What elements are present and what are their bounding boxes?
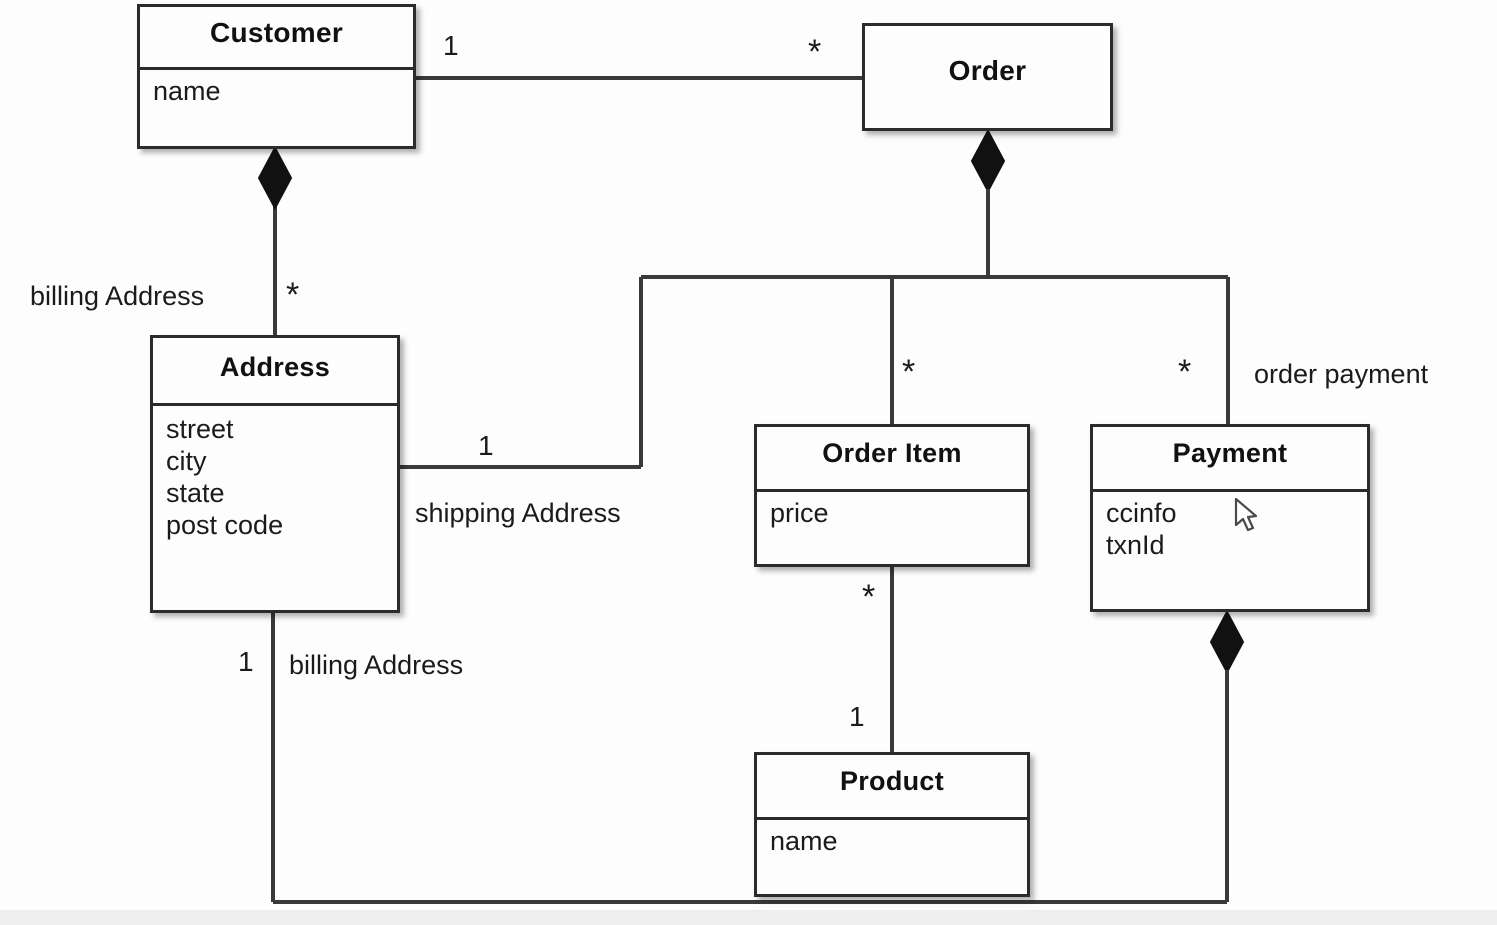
class-attributes-customer: name (140, 67, 413, 149)
multiplicity-billing-bottom-one: 1 (238, 646, 254, 677)
class-title-order-item: Order Item (822, 438, 962, 468)
attribute-row: ccinfo (1106, 498, 1177, 528)
class-title-customer: Customer (209, 17, 344, 48)
multiplicity-address-star: * (286, 276, 300, 314)
class-title-address: Address (219, 352, 331, 382)
attribute-row: name (770, 826, 838, 856)
class-title-order: Order (948, 55, 1027, 86)
multiplicity-order-item-star: * (902, 353, 916, 391)
multiplicity-product-star: * (862, 578, 876, 616)
attribute-row: txnId (1106, 529, 1165, 560)
multiplicity-payment-star: * (1178, 353, 1192, 391)
class-box-product[interactable]: Product name (754, 752, 1030, 897)
multiplicity-customer-one: 1 (443, 30, 459, 61)
composition-diamond-payment (1209, 609, 1245, 675)
role-label-billing-address-bottom: billing Address (289, 650, 464, 680)
class-box-customer[interactable]: Customer name (137, 4, 416, 149)
composition-diamond-customer (257, 145, 293, 211)
class-box-address[interactable]: Address street city state post code (150, 335, 400, 613)
role-label-billing-address-top: billing Address (30, 281, 205, 311)
attribute-row: state (166, 477, 225, 508)
attribute-row: street (166, 414, 234, 444)
class-attributes-order-item: price (757, 489, 1027, 567)
attribute-row: name (153, 76, 221, 106)
class-title-product: Product (839, 766, 945, 796)
class-attributes-address: street city state post code (153, 403, 397, 613)
class-attributes-payment: ccinfo txnId (1093, 489, 1367, 612)
attribute-row: city (166, 445, 207, 476)
class-box-payment[interactable]: Payment ccinfo txnId (1090, 424, 1370, 612)
class-title-payment: Payment (1172, 438, 1288, 468)
multiplicity-order-star: * (808, 33, 822, 71)
class-box-order-item[interactable]: Order Item price (754, 424, 1030, 567)
class-attributes-product: name (757, 817, 1027, 897)
role-label-order-payment: order payment (1254, 359, 1429, 389)
multiplicity-product-one: 1 (849, 701, 865, 732)
role-label-shipping-address: shipping Address (415, 498, 621, 528)
bottom-band (0, 910, 1497, 925)
composition-diamond-order (970, 128, 1006, 194)
attribute-row: price (770, 498, 829, 528)
attribute-row: post code (166, 509, 284, 540)
mouse-pointer-icon (1234, 497, 1258, 532)
class-box-order[interactable]: Order (862, 23, 1113, 131)
multiplicity-shipping-one: 1 (478, 430, 494, 461)
